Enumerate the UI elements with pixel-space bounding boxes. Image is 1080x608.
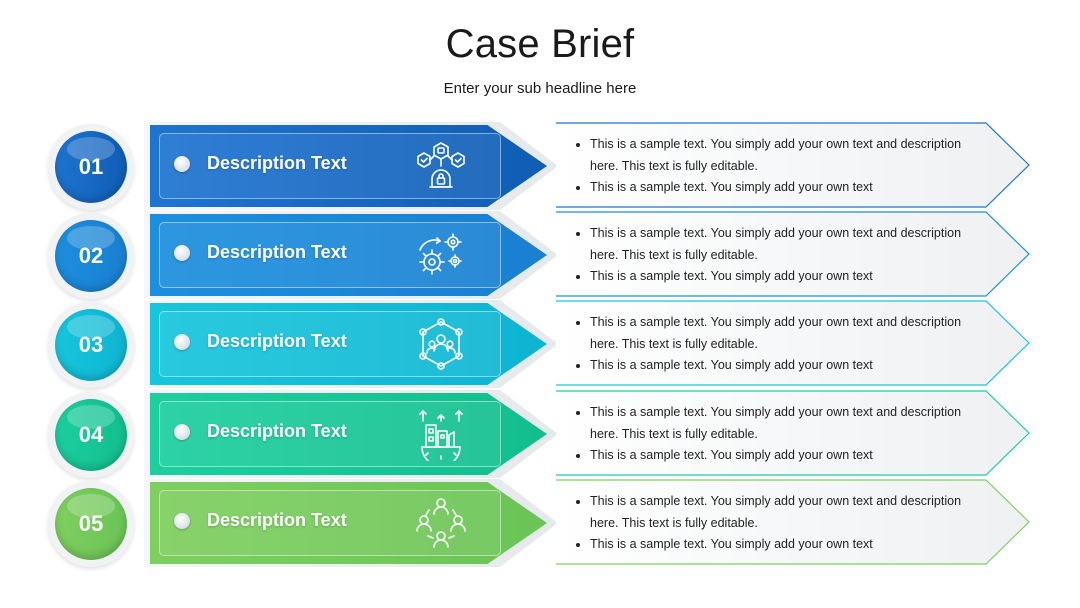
- description-label: Description Text: [207, 331, 347, 351]
- description-label: Description Text: [207, 510, 347, 530]
- description-bullet: This is a sample text. You simply add yo…: [590, 491, 990, 534]
- description-bullet: This is a sample text. You simply add yo…: [590, 134, 990, 177]
- description-bullets: This is a sample text. You simply add yo…: [568, 134, 990, 199]
- number-label: 01: [78, 154, 104, 179]
- shield-network-icon: [414, 139, 468, 193]
- number-badge: 03: [55, 309, 127, 381]
- description-box: [556, 479, 1030, 565]
- number-badge: 04: [55, 399, 127, 471]
- bullet-dot: [174, 334, 190, 350]
- tab-inner-frame: [159, 401, 501, 467]
- arrow-tab: [150, 482, 547, 564]
- tab-inner-frame: [159, 222, 501, 288]
- number-label: 03: [78, 332, 104, 357]
- description-bullet: This is a sample text. You simply add yo…: [590, 312, 990, 355]
- description-label: Description Text: [207, 242, 347, 262]
- number-badge: 05: [55, 488, 127, 560]
- description-label: Description Text: [207, 153, 347, 173]
- number-badge: 02: [55, 220, 127, 292]
- slide-title: Case Brief: [445, 22, 635, 66]
- people-group-icon: [414, 496, 468, 550]
- gears-icon: [414, 228, 468, 282]
- bullet-dot: [174, 156, 190, 172]
- arrow-tab: [150, 303, 547, 385]
- number-badge: 01: [55, 131, 127, 203]
- bullet-dot: [174, 424, 190, 440]
- description-bullets: This is a sample text. You simply add yo…: [568, 402, 990, 467]
- description-bullet: This is a sample text. You simply add yo…: [590, 445, 990, 467]
- description-bullets: This is a sample text. You simply add yo…: [568, 491, 990, 556]
- bullet-dot: [174, 245, 190, 261]
- description-bullet: This is a sample text. You simply add yo…: [590, 177, 990, 199]
- description-bullet: This is a sample text. You simply add yo…: [590, 223, 990, 266]
- description-box: [556, 211, 1030, 297]
- factory-gear-icon: [414, 407, 468, 461]
- description-bullet: This is a sample text. You simply add yo…: [590, 402, 990, 445]
- number-label: 04: [78, 422, 104, 447]
- description-box: [556, 300, 1030, 386]
- arrow-tab: [150, 214, 547, 296]
- number-label: 05: [78, 511, 104, 536]
- description-bullets: This is a sample text. You simply add yo…: [568, 312, 990, 377]
- number-label: 02: [78, 243, 104, 268]
- arrow-tab: [150, 393, 547, 475]
- description-label: Description Text: [207, 421, 347, 441]
- description-bullet: This is a sample text. You simply add yo…: [590, 355, 990, 377]
- description-bullet: This is a sample text. You simply add yo…: [590, 534, 990, 556]
- description-box: [556, 390, 1030, 476]
- bullet-dot: [174, 513, 190, 529]
- team-network-icon: [414, 317, 468, 371]
- description-box: [556, 122, 1030, 208]
- slide-subtitle: Enter your sub headline here: [443, 80, 637, 97]
- description-bullet: This is a sample text. You simply add yo…: [590, 266, 990, 288]
- arrow-tab: [150, 125, 547, 207]
- description-bullets: This is a sample text. You simply add yo…: [568, 223, 990, 288]
